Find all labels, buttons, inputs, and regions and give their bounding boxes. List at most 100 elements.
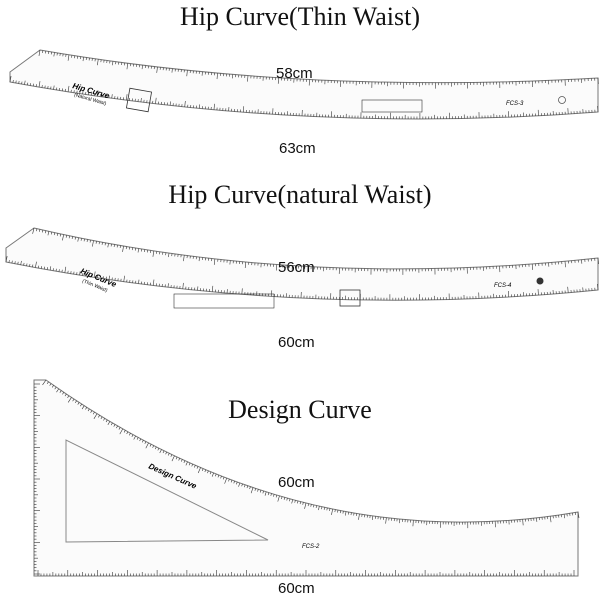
design-scale-tick: [62, 392, 65, 395]
design-scale-tick: [175, 456, 178, 460]
design-scale-tick: [74, 400, 77, 404]
design-scale-tick: [277, 495, 280, 502]
design-scale-tick: [46, 381, 49, 385]
hip-thin-scale-tick: [111, 94, 113, 99]
hip-natural-scale-tick: [39, 229, 41, 232]
design-scale-tick: [64, 393, 67, 397]
design-scale-tick: [326, 507, 328, 511]
hip-natural-inner-length: 56cm: [278, 259, 315, 276]
design-scale-tick: [194, 465, 196, 468]
design-scale-tick: [297, 500, 299, 504]
hip-thin-scale-tick: [213, 103, 215, 110]
hip-natural-scale-tick: [244, 261, 247, 269]
design-scale-tick: [294, 500, 296, 503]
design-scale-tick: [201, 468, 204, 472]
design-scale-tick: [116, 425, 118, 429]
design-scale-tick: [145, 442, 149, 449]
design-scale-tick: [207, 470, 209, 474]
design-model-label: FCS-2: [302, 544, 320, 550]
hip-thin-scale-tick: [97, 59, 99, 66]
design-scale-tick: [257, 489, 259, 492]
design-scale-tick: [228, 478, 230, 482]
design-scale-tick: [254, 488, 256, 491]
design-scale-tick: [273, 494, 275, 497]
design-scale-tick: [329, 508, 331, 511]
hip-natural-scale-tick: [123, 275, 125, 282]
hip-natural-scale-tick: [5, 256, 8, 263]
hip-natural-scale-tick: [36, 228, 38, 232]
design-scale-tick: [185, 461, 188, 466]
design-scale-tick: [246, 485, 249, 489]
hip-natural-scale-tick: [62, 234, 64, 241]
design-scale-tick: [77, 402, 80, 405]
hip-natural-scale-tick: [77, 237, 79, 242]
hip-thin-scale-tick: [67, 54, 70, 61]
design-scale-tick: [196, 466, 199, 469]
design-scale-tick: [302, 502, 304, 505]
hip-natural-scale-tick: [152, 279, 155, 286]
hip-natural-scale-tick: [168, 253, 170, 258]
hip-natural-scale-tick: [42, 229, 44, 233]
design-scale-tick: [313, 504, 315, 508]
hip-natural-scale-tick: [47, 231, 50, 236]
hip-thin-size-table: [361, 99, 423, 113]
hip-natural-scale-tick: [597, 284, 599, 291]
design-scale-tick: [42, 379, 47, 386]
hip-thin-scale-tick: [53, 52, 55, 57]
hip-natural-scale-tick: [44, 230, 47, 234]
hip-natural-scale-tick: [32, 227, 35, 234]
design-scale-tick: [72, 398, 75, 402]
design-scale-tick: [275, 494, 278, 498]
design-scale-tick: [211, 472, 214, 477]
design-scale-tick: [180, 459, 183, 462]
design-scale-tick: [281, 496, 283, 500]
design-scale-tick: [209, 471, 212, 475]
design-scale-tick: [93, 413, 98, 419]
design-scale-tick: [159, 449, 162, 454]
design-scale-tick: [321, 506, 323, 510]
design-scale-tick: [178, 458, 180, 461]
hip-natural-outer-length: 60cm: [278, 334, 315, 351]
hip-thin-scale-tick: [186, 70, 188, 77]
design-scale-tick: [385, 517, 387, 524]
design-scale-tick: [299, 501, 301, 505]
hip-natural-scale-tick: [68, 235, 70, 239]
hip-thin-scale-tick: [126, 94, 128, 101]
design-scale-tick: [188, 462, 191, 466]
design-scale-tick: [49, 383, 52, 386]
hip-natural-scale-tick: [108, 275, 110, 280]
design-scale-tick: [51, 385, 54, 388]
design-scale-tick: [264, 491, 267, 496]
design-scale-tick: [315, 505, 317, 509]
hip-natural-scale-tick: [137, 248, 139, 253]
design-scale-tick: [119, 428, 124, 435]
design-scale-tick: [133, 435, 136, 440]
hip-natural-scale-tick: [122, 246, 124, 253]
design-scale-tick: [549, 516, 552, 523]
design-scale-tick: [310, 504, 312, 507]
hip-thin-scale-tick: [96, 90, 99, 97]
design-scale-tick: [522, 519, 524, 526]
design-scale-tick: [358, 513, 360, 520]
design-scale-tick: [90, 410, 93, 413]
design-scale-tick: [191, 463, 194, 467]
hip-thin-title: Hip Curve(Thin Waist): [179, 2, 421, 31]
hip-thin-model-label: FCS-3: [506, 101, 524, 107]
design-scale-tick: [318, 506, 320, 511]
hip-thin-scale-tick: [156, 66, 158, 73]
hip-natural-scale-tick: [53, 232, 56, 236]
design-scale-tick: [220, 475, 222, 479]
design-scale-tick: [345, 511, 347, 516]
hip-thin-scale-tick: [82, 57, 84, 62]
hip-natural-scale-tick: [92, 240, 94, 247]
design-scale-tick: [372, 515, 374, 520]
design-scale-tick: [154, 446, 157, 450]
hip-thin-scale-tick: [38, 49, 41, 56]
design-scale-tick: [304, 502, 307, 509]
hip-natural-scale-tick: [183, 255, 185, 262]
hip-thin-scale-tick: [155, 97, 157, 104]
design-scale-tick: [291, 499, 294, 504]
